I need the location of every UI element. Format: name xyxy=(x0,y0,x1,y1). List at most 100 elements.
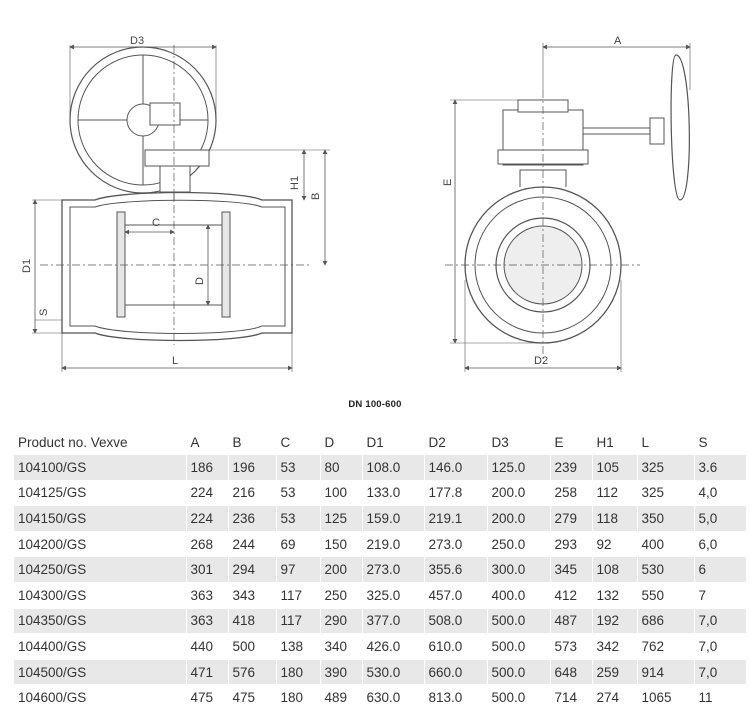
label-d1: D1 xyxy=(21,259,33,273)
front-view xyxy=(445,43,691,372)
table-cell: 7,0 xyxy=(693,659,746,686)
table-cell: 53 xyxy=(275,455,320,481)
table-cell: 714 xyxy=(549,684,592,711)
table-cell: 80 xyxy=(319,455,362,481)
table-cell: 762 xyxy=(636,633,694,660)
table-cell: 508.0 xyxy=(423,608,487,635)
label-d2: D2 xyxy=(534,355,548,367)
table-cell: 219.0 xyxy=(361,531,424,558)
table-cell: 100 xyxy=(319,480,362,507)
table-cell: 343 xyxy=(227,582,276,609)
table-cell: 325 xyxy=(636,480,694,507)
table-cell: 200 xyxy=(319,556,362,583)
column-header: D xyxy=(319,430,362,455)
table-cell: 7 xyxy=(693,582,746,609)
table-cell: 11 xyxy=(693,684,746,711)
label-l: L xyxy=(172,355,178,367)
table-cell: 104350/GS xyxy=(14,608,186,635)
valve-body-side xyxy=(61,191,293,342)
table-cell: 813.0 xyxy=(423,684,487,711)
table-cell: 630.0 xyxy=(361,684,424,711)
table-cell: 5,0 xyxy=(693,505,746,532)
table-cell: 105 xyxy=(591,455,637,481)
table-cell: 180 xyxy=(275,684,320,711)
table-cell: 150 xyxy=(319,531,362,558)
table-cell: 500.0 xyxy=(486,633,550,660)
table-cell: 471 xyxy=(185,659,228,686)
table-cell: 475 xyxy=(185,684,228,711)
column-header: A xyxy=(185,430,228,455)
table-cell: 500 xyxy=(227,633,276,660)
table-cell: 400.0 xyxy=(486,582,550,609)
table-cell: 3.6 xyxy=(693,455,746,481)
column-header: D1 xyxy=(361,430,424,455)
table-cell: 53 xyxy=(275,505,320,532)
column-header: L xyxy=(636,430,694,455)
table-cell: 268 xyxy=(185,531,228,558)
table-cell: 293 xyxy=(549,531,592,558)
table-cell: 325.0 xyxy=(361,582,424,609)
table-cell: 4,0 xyxy=(693,480,746,507)
table-cell: 294 xyxy=(227,556,276,583)
column-header: H1 xyxy=(591,430,637,455)
table-cell: 530.0 xyxy=(361,659,424,686)
table-cell: 117 xyxy=(275,582,320,609)
table-cell: 104200/GS xyxy=(14,531,186,558)
table-cell: 6,0 xyxy=(693,531,746,558)
table-cell: 390 xyxy=(319,659,362,686)
table-cell: 660.0 xyxy=(423,659,487,686)
table-cell: 363 xyxy=(185,582,228,609)
table-cell: 132 xyxy=(591,582,637,609)
table-cell: 200.0 xyxy=(486,480,550,507)
column-header: D3 xyxy=(486,430,550,455)
drawing-caption: DN 100-600 xyxy=(348,399,402,410)
table-cell: 426.0 xyxy=(361,633,424,660)
table-cell: 648 xyxy=(549,659,592,686)
table-cell: 159.0 xyxy=(361,505,424,532)
label-h1: H1 xyxy=(289,176,301,190)
column-header: C xyxy=(275,430,320,455)
table-cell: 418 xyxy=(227,608,276,635)
table-cell: 610.0 xyxy=(423,633,487,660)
table-cell: 500.0 xyxy=(486,684,550,711)
table-cell: 104250/GS xyxy=(14,556,186,583)
table-cell: 258 xyxy=(549,480,592,507)
table-cell: 7,0 xyxy=(693,608,746,635)
table-cell: 69 xyxy=(275,531,320,558)
table-cell: 377.0 xyxy=(361,608,424,635)
table-cell: 279 xyxy=(549,505,592,532)
table-cell: 236 xyxy=(227,505,276,532)
table-cell: 138 xyxy=(275,633,320,660)
table-cell: 177.8 xyxy=(423,480,487,507)
table-cell: 325 xyxy=(636,455,694,481)
label-b: B xyxy=(310,193,322,200)
table-cell: 489 xyxy=(319,684,362,711)
table-cell: 273.0 xyxy=(361,556,424,583)
label-s: S xyxy=(38,309,50,316)
label-a: A xyxy=(614,35,622,47)
table-cell: 216 xyxy=(227,480,276,507)
table-cell: 530 xyxy=(636,556,694,583)
table-cell: 500.0 xyxy=(486,608,550,635)
table-cell: 576 xyxy=(227,659,276,686)
table-cell: 97 xyxy=(275,556,320,583)
table-cell: 573 xyxy=(549,633,592,660)
label-d: D xyxy=(194,277,206,285)
table-cell: 104500/GS xyxy=(14,659,186,686)
table-cell: 133.0 xyxy=(361,480,424,507)
table-cell: 104300/GS xyxy=(14,582,186,609)
table-cell: 259 xyxy=(591,659,637,686)
table-cell: 7,0 xyxy=(693,633,746,660)
table-cell: 146.0 xyxy=(423,455,487,481)
table-cell: 108 xyxy=(591,556,637,583)
table-cell: 250 xyxy=(319,582,362,609)
